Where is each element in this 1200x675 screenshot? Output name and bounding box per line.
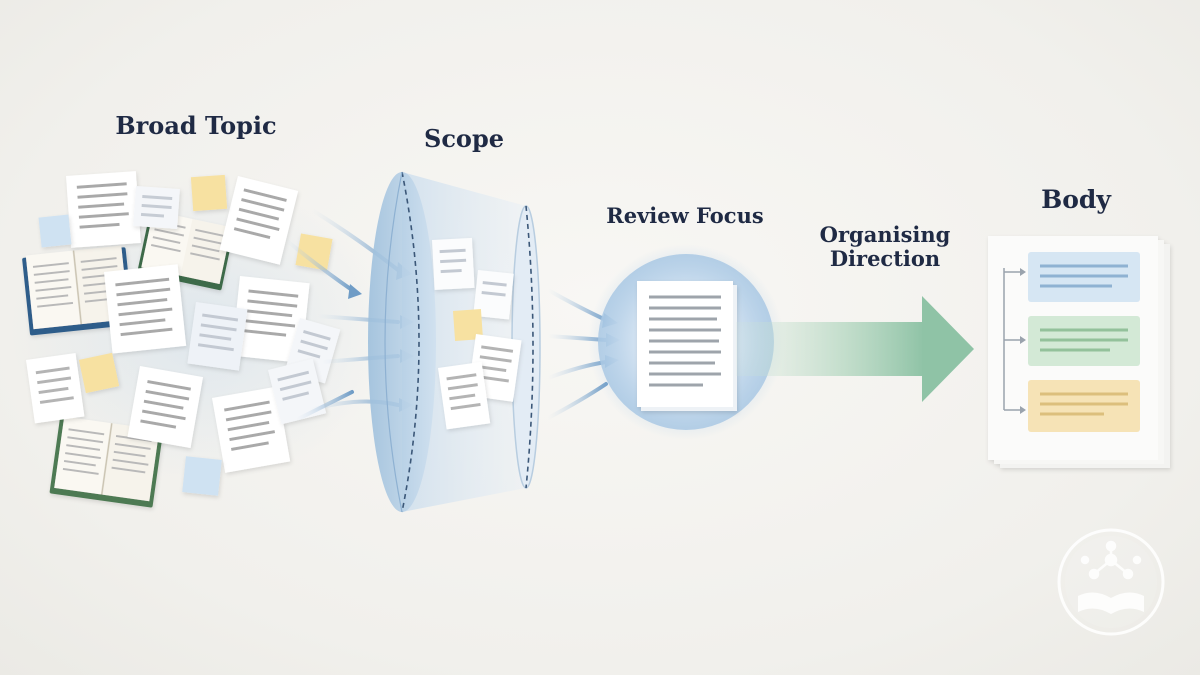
focus-document — [637, 281, 737, 411]
scope-funnel — [368, 171, 541, 513]
paper-sheet — [231, 276, 310, 363]
open-book-icon — [49, 416, 163, 508]
sticky-note — [182, 456, 222, 496]
body-label: Body — [1041, 185, 1111, 214]
book-network-logo — [1057, 528, 1165, 636]
paper-sheet — [104, 264, 187, 354]
organising-direction-label: Organising Direction — [819, 222, 951, 271]
funnel-papers — [432, 237, 522, 430]
paper-sheet — [66, 171, 141, 248]
review-focus-label: Review Focus — [606, 203, 764, 228]
sticky-note — [295, 233, 333, 271]
paper-sheet — [219, 176, 299, 265]
organising-direction-arrow — [736, 296, 974, 402]
body-section-blue — [1028, 252, 1140, 302]
review-focus-lens — [588, 244, 784, 440]
paper-sheet — [127, 366, 204, 449]
broad-topic-cluster — [22, 171, 341, 508]
paper-sheet — [187, 302, 248, 371]
sticky-note — [38, 214, 72, 248]
body-section-yellow — [1028, 380, 1140, 432]
body-section-green — [1028, 316, 1140, 366]
body-outline — [1003, 268, 1026, 414]
sticky-note — [78, 352, 120, 394]
paper-sheet — [212, 386, 291, 473]
open-book-icon — [22, 245, 134, 336]
paper-sheet — [133, 186, 180, 229]
paper-sheet — [25, 353, 85, 424]
sticky-note — [190, 174, 228, 212]
scope-label: Scope — [423, 124, 504, 153]
broad-topic-label: Broad Topic — [115, 111, 277, 140]
